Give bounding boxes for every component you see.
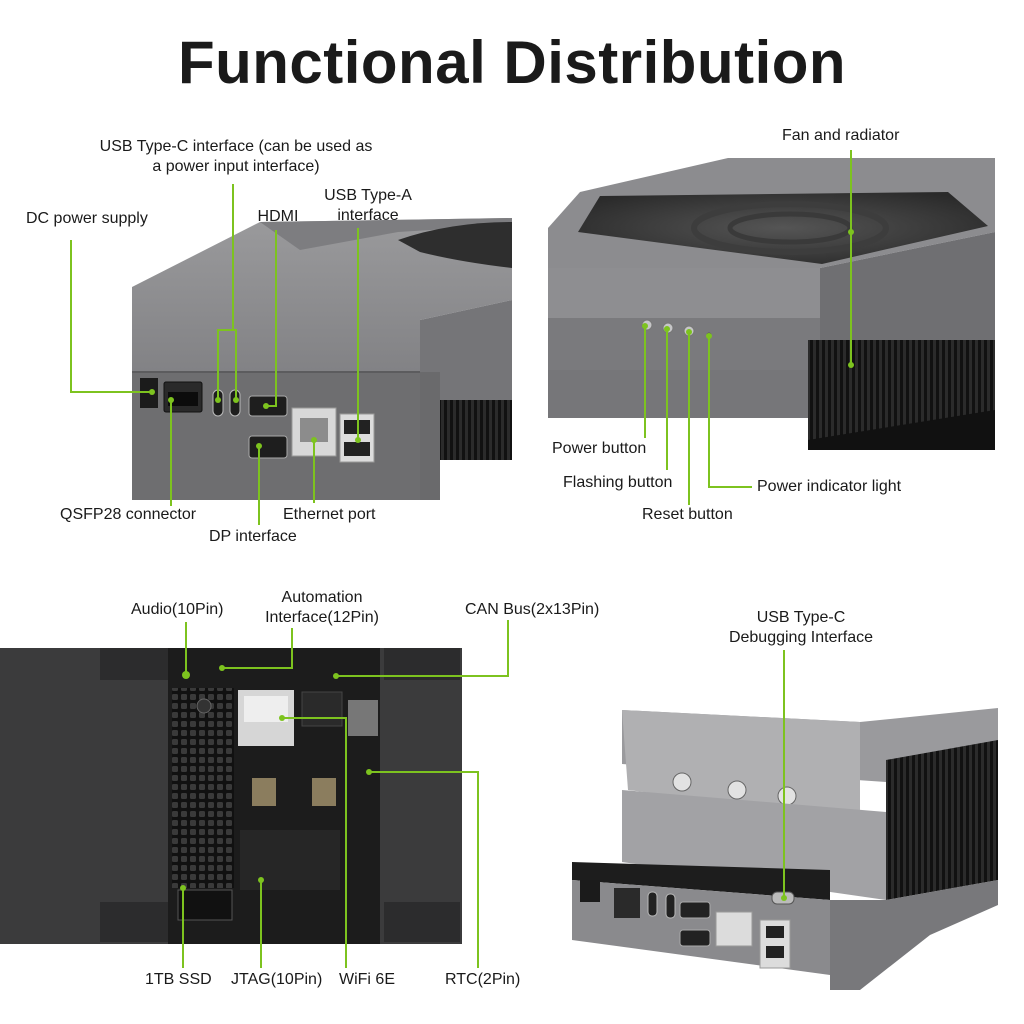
label-reset-button: Reset button (642, 506, 733, 523)
debug-callout-lines (781, 650, 787, 901)
label-power-led: Power indicator light (757, 478, 902, 495)
label-ethernet: Ethernet port (283, 506, 376, 523)
label-flashing-button: Flashing button (563, 474, 673, 491)
label-dp: DP interface (209, 528, 297, 545)
debug-device-image (572, 708, 998, 990)
label-wifi: WiFi 6E (339, 971, 395, 988)
label-usb-c-1: USB Type-C interface (can be used as (99, 138, 373, 155)
back-device-image (548, 158, 995, 450)
label-automation-1: Automation (281, 589, 363, 606)
label-usb-a-1: USB Type-A (324, 187, 412, 204)
label-audio: Audio(10Pin) (131, 601, 224, 618)
label-usb-c-debug-2: Debugging Interface (728, 629, 874, 646)
label-dc-power: DC power supply (26, 210, 148, 227)
label-qsfp28: QSFP28 connector (60, 506, 197, 523)
label-jtag: JTAG(10Pin) (231, 971, 323, 988)
back-callout-lines (642, 150, 854, 505)
label-hdmi: HDMI (257, 208, 299, 225)
label-power-button: Power button (552, 440, 647, 457)
board-callout-lines (180, 620, 509, 968)
label-automation-2: Interface(12Pin) (265, 609, 379, 626)
label-can-bus: CAN Bus(2x13Pin) (465, 601, 600, 618)
page-title: Functional Distribution (177, 29, 847, 96)
front-callout-lines (70, 184, 361, 525)
label-usb-c-2: a power input interface) (152, 158, 320, 175)
label-usb-c-debug-1: USB Type-C (756, 609, 846, 626)
label-rtc: RTC(2Pin) (445, 971, 521, 988)
label-ssd: 1TB SSD (145, 971, 212, 988)
label-usb-a-2: interface (337, 207, 399, 224)
front-device-image (132, 218, 512, 500)
board-image (0, 648, 462, 944)
label-fan: Fan and radiator (782, 127, 900, 144)
